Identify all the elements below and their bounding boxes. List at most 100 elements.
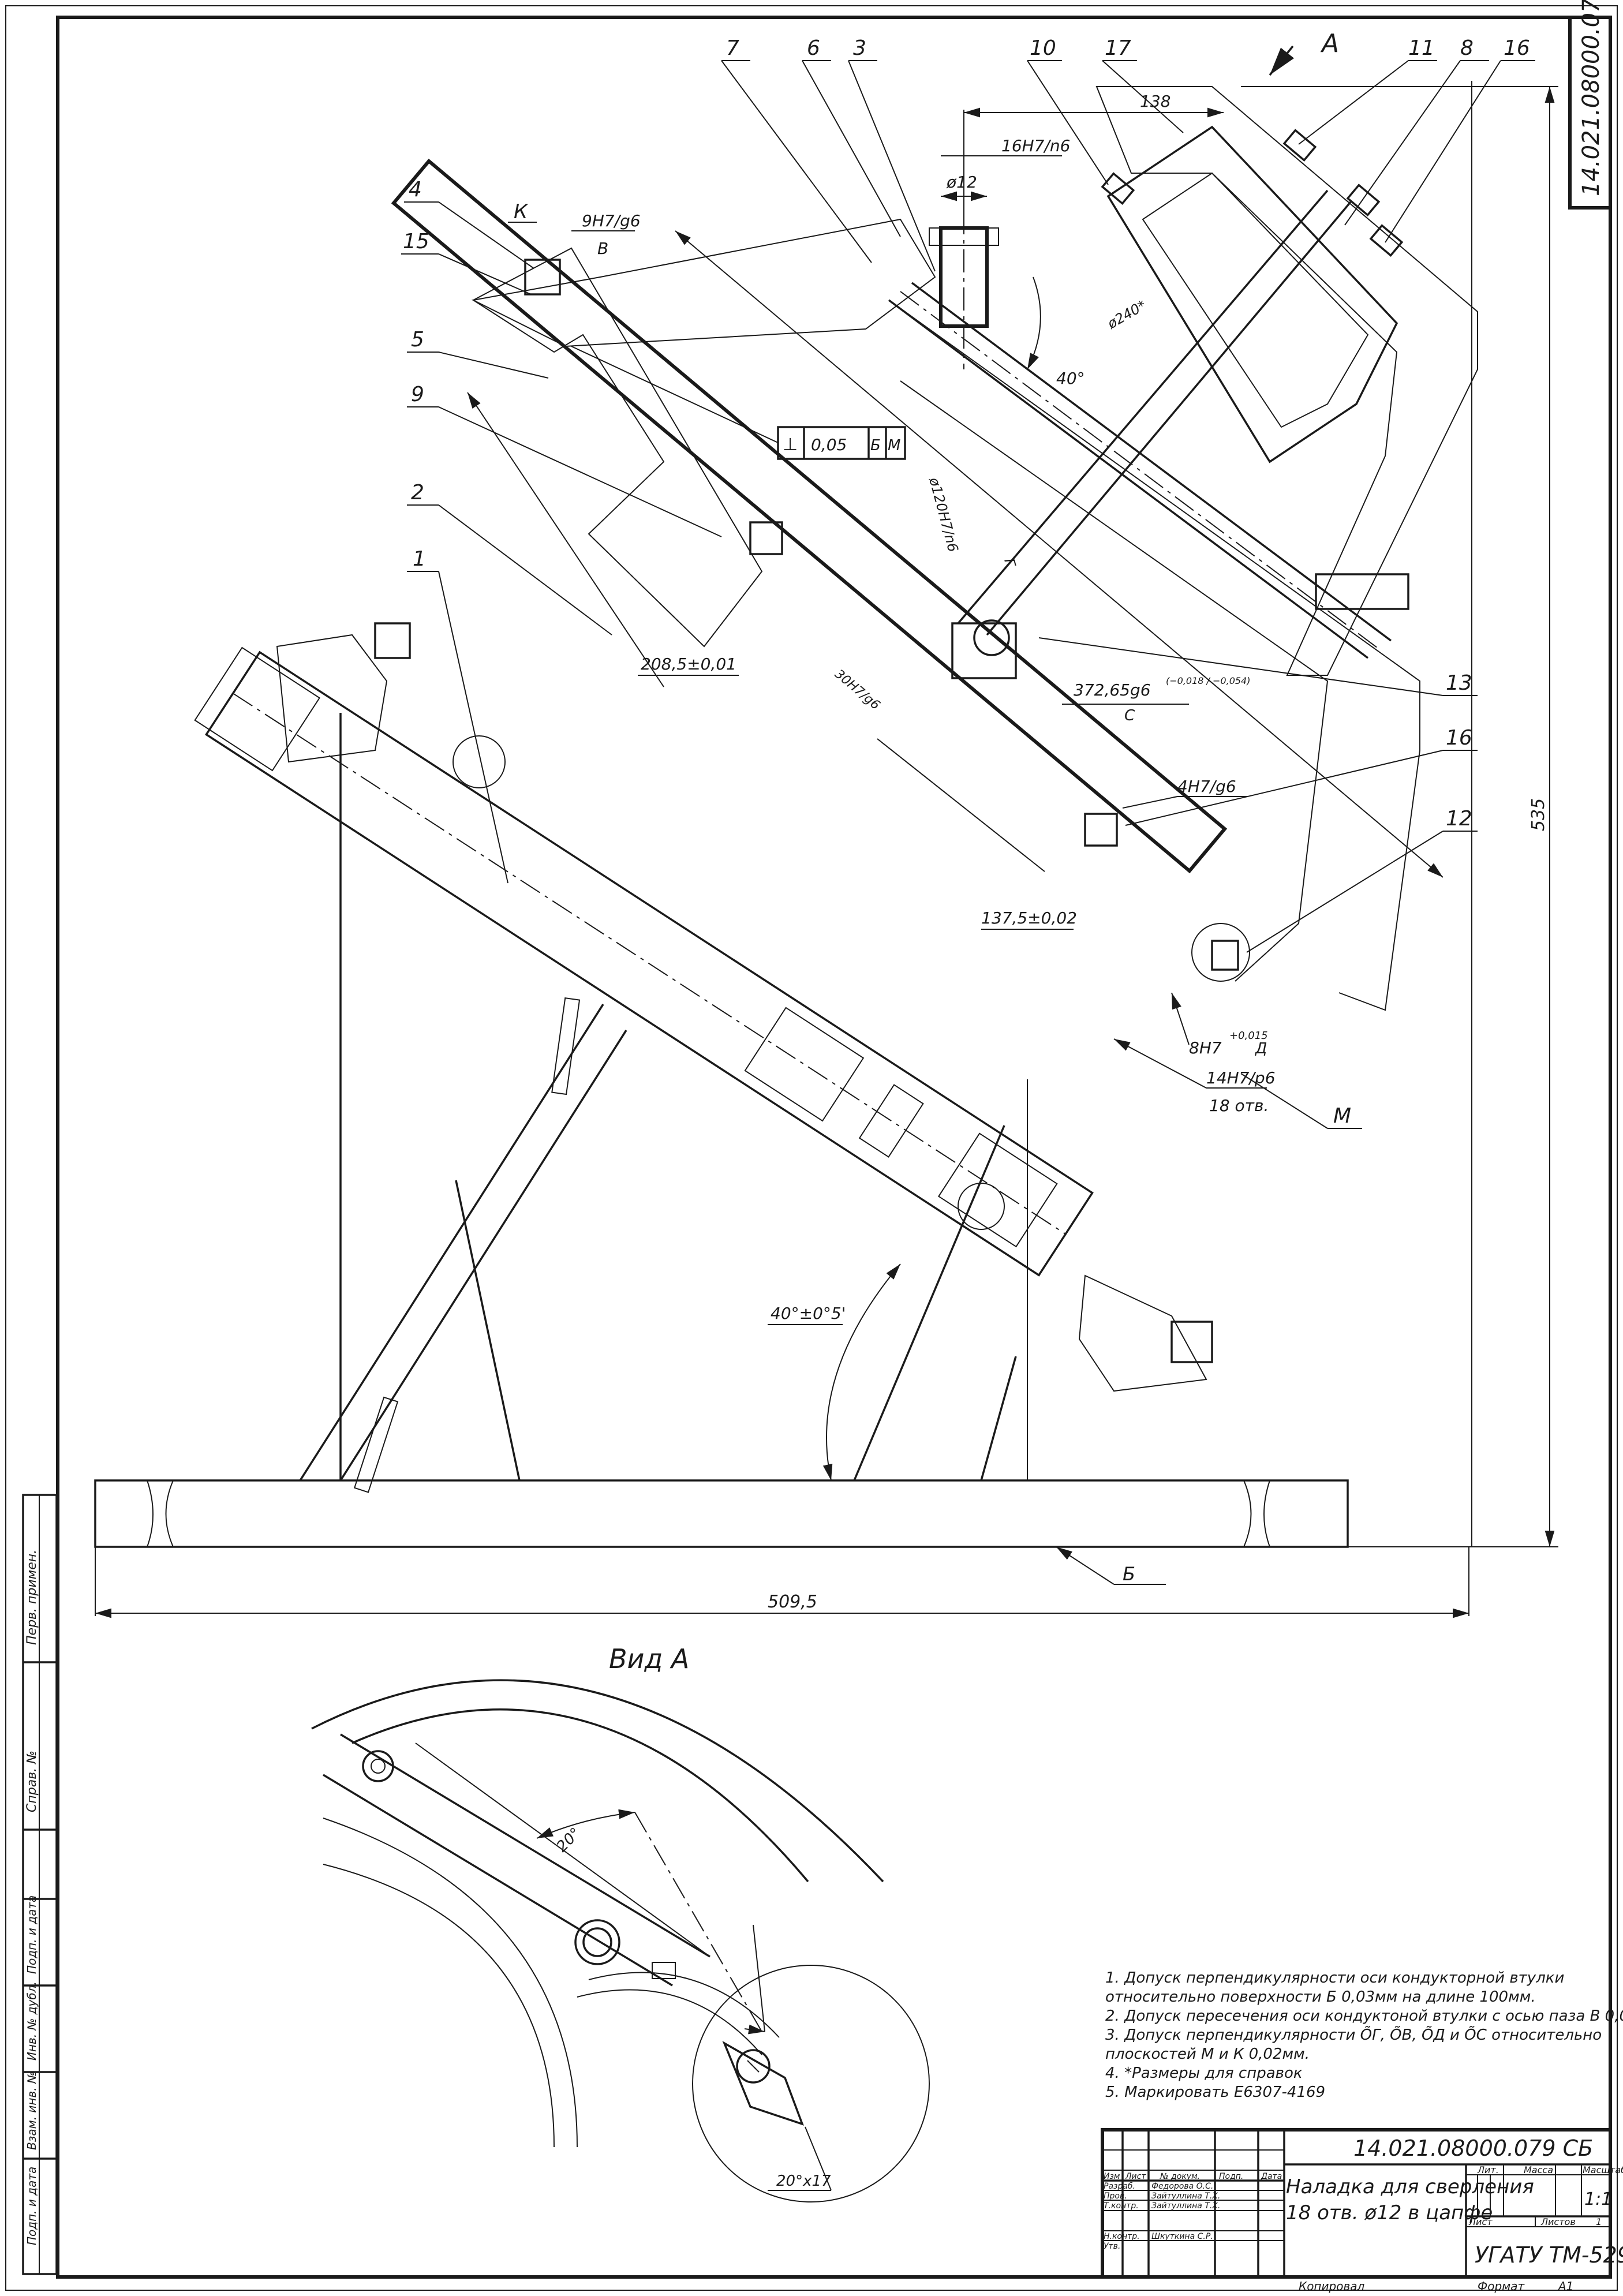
dim-angle40: 40°: [1056, 369, 1085, 388]
tb-doc-code: 14.021.08000.079 СБ: [1353, 2136, 1593, 2161]
side-label-0: Перв. примен.: [25, 1550, 39, 1645]
tb-head-list: Лист: [1125, 2172, 1146, 2181]
pos-13: 13: [1446, 671, 1472, 695]
bolt-detail-lower-left: [276, 622, 506, 788]
jig-plate: [391, 158, 1228, 874]
dim-fit14: 14H7/p6: [1206, 1068, 1276, 1087]
label-base-B: Б: [1123, 1563, 1135, 1585]
side-label-5: Подп. и дата: [25, 2167, 39, 2245]
label-K: К: [514, 200, 529, 223]
base-plate: [94, 1479, 1349, 1548]
side-label-1: Справ. №: [25, 1751, 39, 1812]
tb-head-date: Дата: [1261, 2172, 1282, 2181]
detail-circle: [692, 1965, 930, 2202]
dim-angle20: 20°: [554, 1824, 585, 1856]
pos-7: 7: [726, 36, 739, 60]
note-3b: плоскостей М и К 0,02мм.: [1105, 2046, 1310, 2063]
pos-16-top: 16: [1504, 36, 1530, 60]
pos-16-right: 16: [1446, 726, 1472, 750]
top-code-box: 14.021.08000.079 СБ: [1568, 0, 1612, 210]
inner-frame: [56, 16, 1612, 2279]
tb-sheets-label: Листов: [1540, 2216, 1576, 2227]
tol-val: 0,05: [811, 435, 847, 454]
dim-20x17: 20°x17: [776, 2172, 831, 2190]
label-D: Д: [1255, 1040, 1267, 1057]
tb-head-sign: Подп.: [1219, 2172, 1243, 2181]
outer-border: [5, 5, 1618, 2291]
label-C: С: [1124, 707, 1135, 724]
tb-role-4: Утв.: [1104, 2242, 1120, 2251]
dim-fit8-tol: +0,015: [1229, 1030, 1268, 1042]
pos-2: 2: [411, 481, 424, 504]
pos-11: 11: [1408, 36, 1435, 60]
tb-name-1: Зайтуллина Т.Х.: [1151, 2192, 1220, 2201]
tb-head-izm: Изм: [1104, 2172, 1120, 2181]
tb-lit-label: Лит.: [1477, 2164, 1499, 2175]
view-a-hole: [574, 1919, 620, 1965]
tb-name-3: Шкуткина С.Р.: [1151, 2232, 1213, 2241]
label-B: В: [597, 239, 608, 258]
pos-15: 15: [403, 230, 429, 253]
dim-fit4: 4H7/g6: [1177, 777, 1236, 796]
tol-base-b: Б: [870, 437, 881, 454]
tb-title-2: 18 отв. ø12 в цапфе: [1286, 2201, 1493, 2224]
dim-fit9: 9H7/g6: [582, 211, 641, 230]
pos-5: 5: [411, 328, 424, 351]
dim-holes: 18 отв.: [1209, 1096, 1269, 1115]
dim-1375: 137,5±0,02: [981, 908, 1077, 928]
pos-6: 6: [807, 36, 820, 60]
tb-role-2: Т.контр.: [1104, 2201, 1139, 2211]
tb-mass-label: Масса: [1524, 2164, 1553, 2175]
dim-fit120: ø120H7/n6: [926, 475, 962, 554]
pos-10: 10: [1030, 36, 1056, 60]
tb-org: УГАТУ ТМ-529: [1475, 2242, 1623, 2268]
dim-2085: 208,5±0,01: [641, 655, 736, 674]
view-a-bolt: [362, 1750, 394, 1782]
note-3: 3. Допуск перпендикулярности ÕГ, ÕВ, ÕД …: [1105, 2025, 1602, 2044]
pos-4: 4: [409, 178, 422, 201]
callouts: 7 6 3 10 17 11 8 16 4 15 5 9 2: [401, 36, 1535, 1129]
note-1b: относительно поверхности Б 0,03мм на дли…: [1105, 1988, 1536, 2006]
pos-8: 8: [1460, 36, 1474, 60]
note-4: 4. *Размеры для справок: [1105, 2065, 1303, 2082]
note-5: 5. Маркировать Е6307-4169: [1105, 2084, 1325, 2101]
tb-sheet-label: Лист: [1468, 2216, 1493, 2227]
dim-d240: ø240*: [1104, 297, 1149, 332]
dim-5095: 509,5: [768, 1592, 817, 1612]
side-label-2: Подп. и дата: [25, 1895, 39, 1974]
pos-17: 17: [1105, 36, 1131, 60]
tb-scale-label: Масштаб: [1583, 2164, 1623, 2175]
copied-label: Копировал: [1299, 2279, 1364, 2293]
dim-37265: 372,65g6: [1074, 680, 1151, 700]
view-a: Вид А 20° 20°x17: [311, 1643, 930, 2202]
format-label: Формат: [1478, 2279, 1525, 2293]
main-view: 138 16H7/n6 ø12 9H7/g6 В К 535 509,5 Б 2…: [94, 29, 1558, 1618]
tolerance-frame: ⊥ 0,05 Б М: [571, 346, 906, 460]
side-label-3: Инв. № дубл.: [25, 1981, 39, 2061]
tb-name-0: Федорова О.С.: [1151, 2182, 1213, 2191]
tb-role-1: Пров.: [1104, 2192, 1127, 2201]
dim-37265-tol: (−0,018 / −0,054): [1166, 675, 1250, 686]
tb-head-doc: № докум.: [1160, 2172, 1200, 2181]
tol-base-m: М: [888, 437, 900, 454]
label-G: Г: [1001, 556, 1019, 569]
pos-1: 1: [413, 547, 426, 571]
pos-M: М: [1333, 1104, 1351, 1128]
tech-notes: 1. Допуск перпендикулярности оси кондукт…: [1105, 1969, 1623, 2101]
title-block: Изм Лист № докум. Подп. Дата Разраб. Фед…: [1101, 2128, 1623, 2293]
side-strip: Перв. примен. Справ. № Подп. и дата Инв.…: [22, 1494, 58, 2275]
pos-3: 3: [853, 36, 866, 60]
view-arrow-label: А: [1320, 29, 1339, 58]
dim-fit16: 16H7/n6: [1001, 136, 1071, 155]
note-2: 2. Допуск пересечения оси кондуктоной вт…: [1105, 2007, 1623, 2025]
note-1: 1. Допуск перпендикулярности оси кондукт…: [1105, 1969, 1564, 1987]
tb-scale-value: 1:1: [1584, 2189, 1612, 2209]
tb-role-3: Н.контр.: [1104, 2232, 1140, 2241]
dim-fit30: 30H7/g6: [832, 667, 882, 713]
view-a-title: Вид А: [609, 1643, 689, 1674]
dim-fit8: 8H7: [1189, 1038, 1222, 1057]
dim-angle40tol: 40°±0°5': [771, 1304, 846, 1323]
tb-role-0: Разраб.: [1104, 2182, 1135, 2191]
